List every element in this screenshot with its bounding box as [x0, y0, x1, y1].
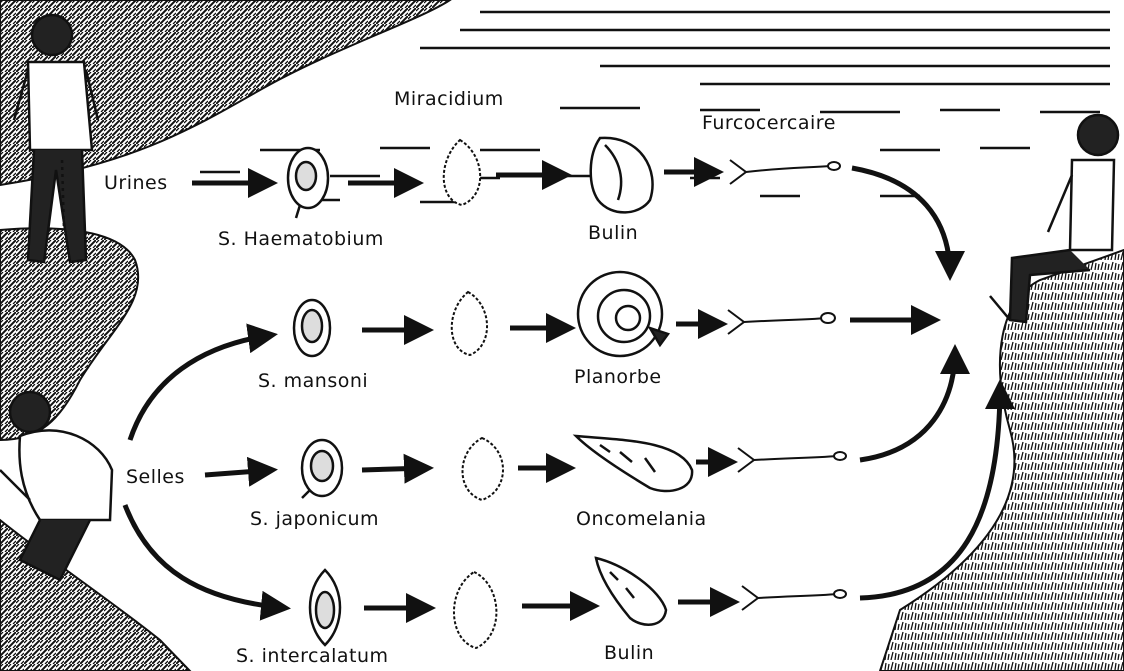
label-urines: Urines	[104, 172, 168, 194]
species-label: S. Haematobium	[218, 228, 384, 250]
riverbank-right	[880, 250, 1124, 671]
miracidium-icon	[444, 140, 503, 648]
snail-label: Bulin	[604, 642, 654, 664]
snail-label: Bulin	[588, 222, 638, 244]
species-label: S. intercalatum	[236, 645, 389, 667]
species-label: S. mansoni	[258, 370, 368, 392]
egg-icon	[288, 148, 342, 645]
cercaria-icon	[728, 160, 846, 610]
snail-label: Planorbe	[574, 366, 662, 388]
snail-bulin-icon	[596, 558, 666, 625]
label-selles: Selles	[126, 466, 185, 488]
label-miracidium: Miracidium	[394, 88, 504, 110]
snail-bulin-icon	[591, 138, 653, 213]
snail-oncomelania-icon	[576, 436, 692, 491]
species-label: S. japonicum	[250, 508, 379, 530]
snail-label: Oncomelania	[576, 508, 707, 530]
snail-planorbe-icon	[578, 272, 668, 356]
label-furcocercaire: Furcocercaire	[702, 112, 836, 134]
